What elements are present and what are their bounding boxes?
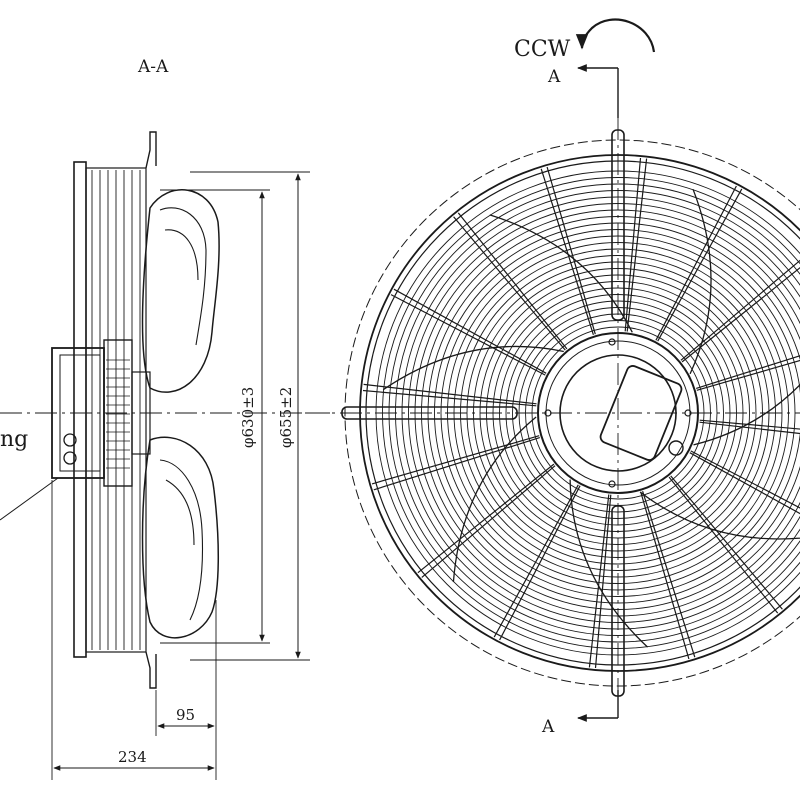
- blade-edge: [689, 188, 712, 375]
- guard-spoke: [390, 294, 546, 376]
- guard-spoke: [363, 383, 537, 405]
- guard-side-profile: [73, 131, 157, 689]
- guard-spoke: [640, 491, 690, 660]
- guard-outer-ring: [359, 154, 800, 672]
- guard-spoke: [657, 188, 743, 342]
- guard-ring: [382, 177, 800, 649]
- guard-spoke: [393, 288, 547, 374]
- motor-side-profile: [51, 339, 151, 487]
- blade-edge: [489, 214, 633, 333]
- guard-ring: [421, 216, 800, 610]
- guard-ring: [388, 183, 800, 643]
- guard-spoke: [699, 419, 800, 430]
- guard-spoke: [588, 494, 610, 668]
- guard-spoke: [689, 452, 800, 515]
- guard-spoke: [699, 421, 800, 435]
- section-mark-bottom-letter: A: [541, 717, 555, 737]
- terminal-box: [599, 365, 683, 461]
- cropped-leader-line: [0, 477, 59, 521]
- motor-hub: [537, 332, 699, 494]
- dim-234-text: 234: [118, 748, 147, 766]
- mounting-circle: [344, 139, 800, 687]
- guard-ring: [492, 287, 744, 539]
- guard-ring: [427, 222, 800, 604]
- guard-spoke: [417, 463, 555, 574]
- guard-spoke: [670, 475, 783, 610]
- guard-ring: [375, 170, 800, 656]
- blade-edge: [382, 345, 564, 391]
- guard-spoke: [453, 216, 566, 351]
- blade-profiles: [141, 189, 220, 639]
- blade-edge: [639, 491, 800, 540]
- cable-gland: [668, 440, 684, 456]
- guard-spoke: [421, 465, 556, 578]
- guard-spoke: [681, 266, 800, 363]
- guard-ring: [453, 248, 783, 578]
- guard-spoke: [668, 476, 779, 614]
- guard-spoke: [655, 185, 737, 341]
- guard-spoke: [546, 166, 596, 335]
- rotation-arrow: [575, 18, 656, 53]
- front-view: CCW A A: [305, 18, 800, 737]
- guard-spoke: [642, 491, 696, 658]
- guard-spoke: [624, 157, 642, 332]
- front-blades: [382, 188, 800, 648]
- guard-spokes: [362, 157, 800, 669]
- guard-spoke: [696, 355, 800, 389]
- guard-ring: [395, 190, 800, 636]
- guard-spoke: [680, 259, 800, 361]
- section-title: A-A: [137, 57, 169, 77]
- section-mark-bottom: A: [541, 690, 619, 737]
- guard-ring: [505, 300, 731, 526]
- guard-ring: [434, 229, 800, 597]
- section-mark-top: A: [547, 64, 619, 118]
- section-mark-top-letter: A: [547, 67, 561, 87]
- guard-spoke: [690, 450, 800, 509]
- guard-ring: [440, 235, 796, 591]
- blade-edge: [693, 383, 800, 446]
- guard-ring: [466, 261, 770, 565]
- guard-ring: [531, 326, 705, 500]
- guard-ring: [473, 268, 763, 558]
- guard-spoke: [540, 168, 594, 335]
- guard-spoke: [362, 389, 537, 407]
- guard-ring: [479, 274, 757, 552]
- mounting-brackets: [341, 129, 625, 697]
- guard-spoke: [371, 435, 540, 485]
- dim-95-text: 95: [176, 706, 195, 724]
- guard-ring: [499, 294, 737, 532]
- guard-ring: [408, 203, 800, 623]
- guard-spoke: [499, 485, 581, 641]
- dim-inner-text: φ630±3: [239, 387, 257, 448]
- diameter-dimensions: φ630±3 φ655±2: [160, 171, 310, 661]
- blade-edge: [569, 479, 649, 648]
- guard-spoke: [696, 359, 800, 391]
- guard-ring: [518, 313, 718, 513]
- cropped-label: ng: [0, 427, 28, 452]
- guard-spoke: [373, 437, 540, 491]
- guard-ring: [401, 196, 800, 630]
- guard-rings: [359, 154, 800, 672]
- blade-edge: [452, 416, 537, 583]
- dim-outer-text: φ655±2: [277, 387, 295, 448]
- depth-dimensions: 95 234: [51, 480, 217, 780]
- guard-spoke: [594, 494, 612, 669]
- guard-spoke: [626, 158, 648, 332]
- side-section-view: A-A: [0, 57, 330, 780]
- rotation-label: CCW: [514, 37, 571, 62]
- guard-outer-ring: [365, 160, 800, 666]
- guard-ring: [447, 242, 789, 584]
- guard-ring: [486, 281, 750, 545]
- guard-spoke: [493, 484, 579, 638]
- guard-spoke: [457, 212, 568, 350]
- guard-ring: [460, 255, 776, 571]
